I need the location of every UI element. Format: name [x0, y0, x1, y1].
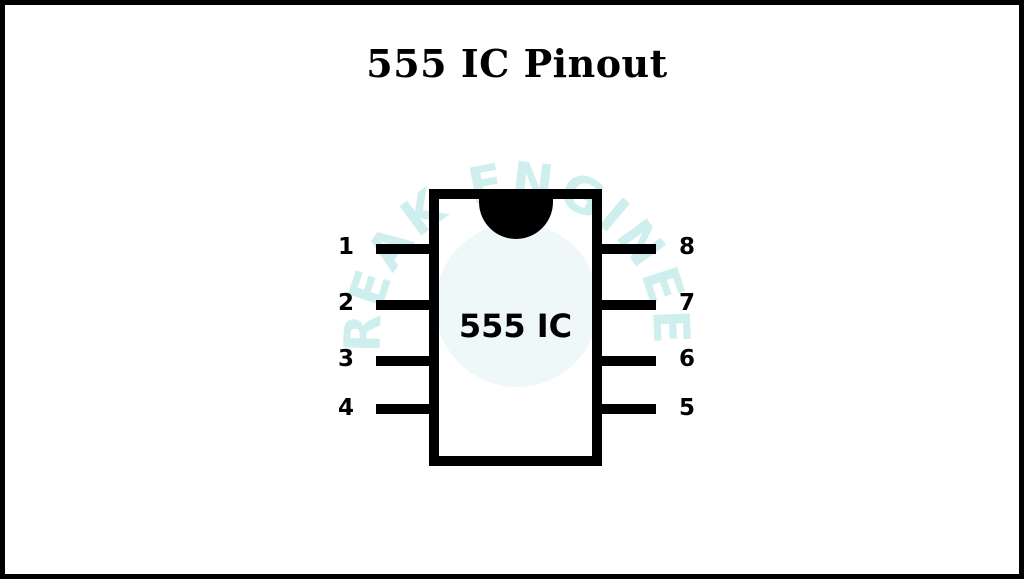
pin-6-lead	[602, 356, 656, 366]
pin-number-3: 3	[337, 346, 354, 372]
pin-number-6: 6	[678, 346, 695, 372]
pin-1-lead	[376, 244, 430, 254]
watermark-logo: FREAK ENGINEER	[5, 5, 697, 387]
pin-7-lead	[602, 300, 656, 310]
pin-3-lead	[376, 356, 430, 366]
pin-5-lead	[602, 404, 656, 414]
page-title: 555 IC Pinout	[366, 41, 668, 86]
pin-number-7: 7	[678, 290, 695, 316]
pin-8-lead	[602, 244, 656, 254]
pin-number-8: 8	[678, 234, 695, 260]
ic-label: 555 IC	[458, 307, 573, 345]
pin-number-2: 2	[337, 290, 354, 316]
ic-package-body	[429, 189, 602, 466]
pin-number-1: 1	[337, 234, 354, 260]
pin-number-4: 4	[337, 395, 354, 421]
pin-4-lead	[376, 404, 430, 414]
watermark-circle	[435, 223, 599, 387]
pin-2-lead	[376, 300, 430, 310]
pin-number-5: 5	[678, 395, 695, 421]
